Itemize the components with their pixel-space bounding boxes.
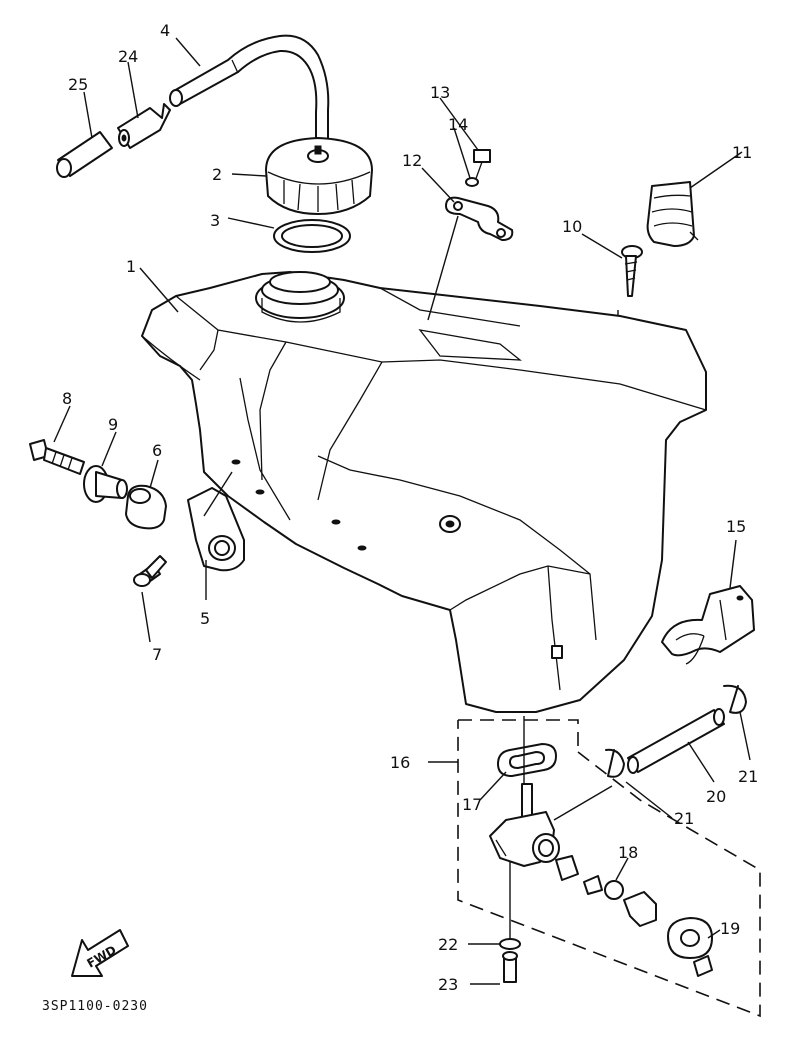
holder-drawing <box>661 585 755 665</box>
gasket-drawing <box>497 743 557 777</box>
fuel-pipe-drawing <box>605 684 747 778</box>
check-valve-drawing <box>117 103 171 149</box>
callout-8: 8 <box>62 389 72 408</box>
callout-25: 25 <box>68 75 88 94</box>
callout-6: 6 <box>152 441 162 460</box>
callout-9: 9 <box>108 415 118 434</box>
callout-16: 16 <box>390 753 410 772</box>
breather-hose-drawing <box>169 34 330 151</box>
callout-14: 14 <box>448 115 468 134</box>
callout-1: 1 <box>126 257 136 276</box>
callout-13: 13 <box>430 83 450 102</box>
fuel-cock-group-box <box>457 719 761 1018</box>
forward-arrow: FWD <box>71 929 129 977</box>
callout-10: 10 <box>562 217 582 236</box>
fuel-tank-drawing <box>141 271 707 713</box>
callout-21-upper: 21 <box>738 767 758 786</box>
hose-drawing <box>56 131 113 178</box>
callout-3: 3 <box>210 211 220 230</box>
callout-2: 2 <box>212 165 222 184</box>
callout-21-lower: 21 <box>674 809 694 828</box>
callout-5: 5 <box>200 609 210 628</box>
callout-4: 4 <box>160 21 170 40</box>
callout-24: 24 <box>118 47 138 66</box>
callout-labels: 1 2 3 4 5 6 7 8 9 10 11 12 13 14 15 16 1… <box>62 21 758 994</box>
bracket-drawing <box>133 487 245 587</box>
band-drawing <box>646 181 699 247</box>
diagram-code: 3SP1100-0230 <box>42 999 148 1014</box>
leader-lines <box>53 37 751 985</box>
mount-hardware-drawing <box>29 439 167 530</box>
cap-gasket-drawing <box>273 219 351 253</box>
callout-23: 23 <box>438 975 458 994</box>
callout-18: 18 <box>618 843 638 862</box>
tank-cap-drawing <box>265 137 373 215</box>
stay-drawing <box>445 149 514 241</box>
callout-12: 12 <box>402 151 422 170</box>
callout-11: 11 <box>732 143 752 162</box>
callout-15: 15 <box>726 517 746 536</box>
callout-20: 20 <box>706 787 726 806</box>
fuel-cock-drawing <box>489 783 713 983</box>
callout-7: 7 <box>152 645 162 664</box>
screw-drawing <box>617 245 643 330</box>
callout-17: 17 <box>462 795 482 814</box>
callout-22: 22 <box>438 935 458 954</box>
callout-19: 19 <box>720 919 740 938</box>
